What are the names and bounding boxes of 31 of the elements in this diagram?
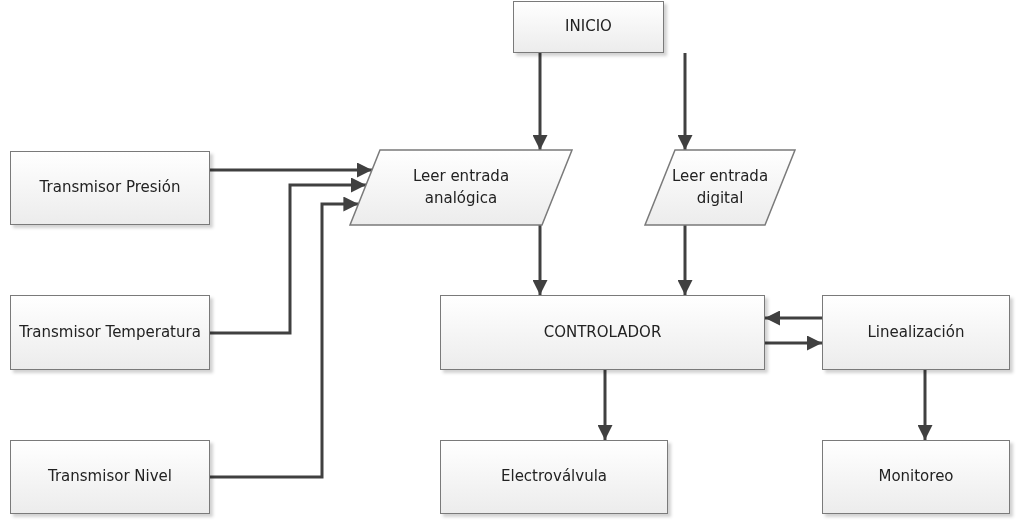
arrow	[765, 310, 822, 326]
process-box	[440, 440, 668, 514]
input-parallelogram	[645, 150, 795, 225]
arrow	[210, 177, 366, 335]
node-label: Transmisor Nivel	[48, 466, 172, 488]
node-label: Transmisor Presión	[39, 177, 181, 199]
arrow	[765, 335, 822, 351]
process-box	[822, 440, 1010, 514]
arrow	[210, 196, 359, 479]
arrow	[532, 225, 548, 295]
node-label: Monitoreo	[878, 466, 954, 488]
process-box	[822, 295, 1010, 370]
arrow	[677, 53, 693, 150]
process-box	[10, 151, 210, 225]
arrow	[677, 225, 693, 295]
node-label: Electroválvula	[501, 466, 607, 488]
node-label: Transmisor Temperatura	[19, 321, 201, 343]
process-box	[440, 295, 765, 370]
node-label: Leer entrada digital	[670, 165, 770, 209]
process-box	[10, 440, 210, 514]
arrow	[532, 53, 548, 150]
node-label: Linealización	[867, 321, 965, 343]
node-label: CONTROLADOR	[543, 321, 662, 343]
node-label: Leer entrada analógica	[411, 165, 511, 209]
arrow	[597, 370, 613, 440]
input-parallelogram	[350, 150, 572, 225]
node-label: INICIO	[565, 16, 612, 38]
arrow	[210, 162, 372, 178]
process-box	[513, 1, 664, 53]
process-box	[10, 295, 210, 370]
arrow	[917, 370, 933, 440]
